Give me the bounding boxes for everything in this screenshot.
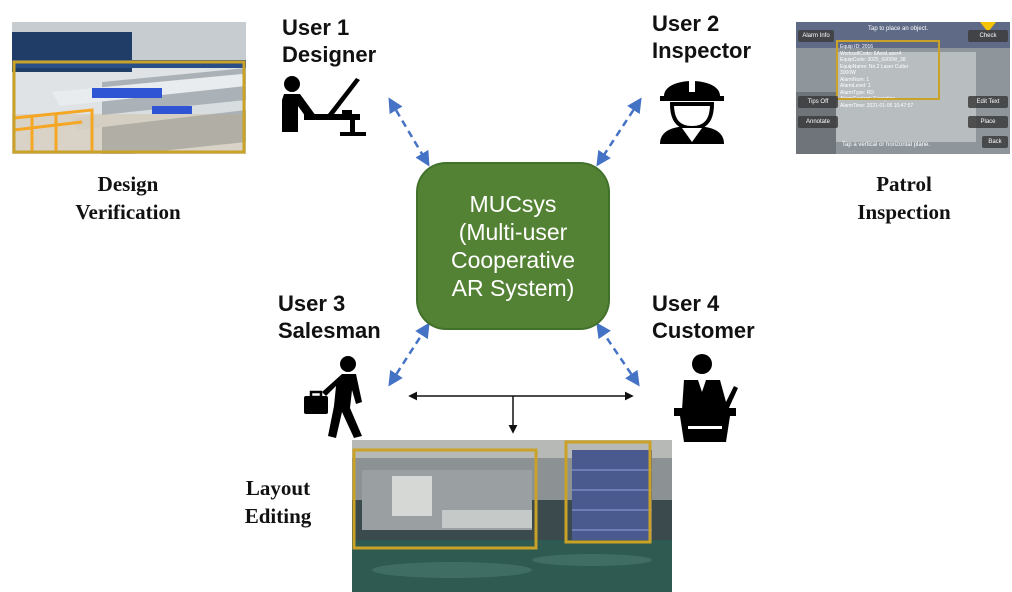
link-user1-center (388, 97, 430, 167)
layout-editing-screenshot (352, 440, 672, 592)
user4-label: User 4 Customer (652, 291, 755, 343)
mucsys-center-node: MUCsys (Multi-user Cooperative AR System… (418, 164, 608, 328)
place-button[interactable]: Place (968, 116, 1008, 128)
design-verification-label: Design Verification (75, 172, 181, 224)
alarm-info-button[interactable]: Alarm Info (798, 30, 834, 42)
layout-editing-label: Layout Editing (244, 476, 312, 528)
inspector-hardhat-icon (660, 76, 724, 144)
ar-top-hint: Tap to place an object. (868, 26, 929, 32)
annotate-button[interactable]: Annotate (798, 116, 838, 128)
design-verification-screenshot (12, 22, 246, 154)
user1-label: User 1 Designer (282, 15, 377, 67)
mucsys-title: MUCsys (Multi-user Cooperative AR System… (450, 191, 576, 301)
tips-off-button[interactable]: Tips Off (798, 96, 838, 108)
link-user3-center (388, 322, 430, 387)
user2-label: User 2 Inspector (652, 11, 752, 63)
salesman-briefcase-icon (304, 356, 362, 438)
back-button[interactable]: Back (982, 136, 1008, 148)
patrol-inspection-screenshot: Tap to place an object. Alarm Info Check… (796, 22, 1010, 154)
factory-floor-image (352, 440, 672, 592)
user3-label: User 3 Salesman (278, 291, 381, 343)
link-user4-center (596, 322, 640, 387)
alarm-info-line: 3000W (840, 70, 856, 76)
factory-3d-model-image (12, 22, 246, 154)
ar-bottom-hint: Tap a vertical or horizontal plane. (842, 142, 931, 148)
patrol-inspection-label: Patrol Inspection (857, 172, 951, 224)
customer-podium-icon (674, 354, 738, 442)
alarm-info-line: AlarmType: RD (840, 89, 874, 96)
link-user2-center (596, 97, 642, 167)
alarm-info-line: EquipName: No.2 Laser Cutter (840, 63, 909, 70)
alarm-info-line: EquipCode: 3025_6000W_38 (840, 57, 906, 63)
highlight-frame (836, 40, 940, 100)
alarm-info-line: WorkcellCode: 6AxisLaser4 (840, 50, 902, 57)
check-button[interactable]: Check (968, 30, 1008, 42)
edit-text-button[interactable]: Edit Text (968, 96, 1008, 108)
alarm-info-line: AlarmNum: 1 (840, 76, 870, 83)
alarm-info-line: AlarmTime: 2021-01-06 10:47:57 (840, 102, 914, 109)
designer-at-desk-icon (282, 76, 366, 136)
alarm-info-line: AlarmLevel: 1 (840, 83, 871, 89)
alarm-info-line: Equip ID: 2016 (840, 44, 874, 50)
